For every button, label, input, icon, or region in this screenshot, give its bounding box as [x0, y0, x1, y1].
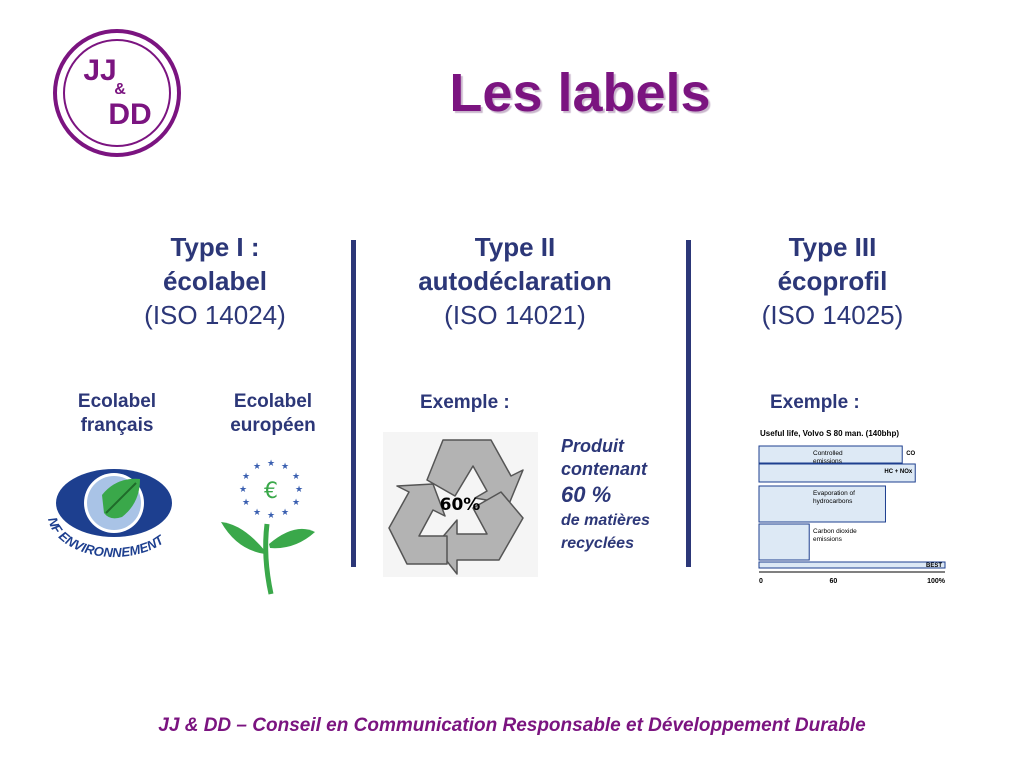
chart-bar	[758, 523, 810, 561]
svg-text:★: ★	[281, 508, 289, 518]
column-separator	[351, 240, 356, 567]
footer: JJ & DD – Conseil en Communication Respo…	[158, 715, 866, 736]
chart-tick-label: 60	[830, 578, 838, 585]
svg-text:★: ★	[267, 511, 275, 521]
eu-flower-logo: ★★★ ★★★ ★★★ ★★★ €	[221, 459, 315, 595]
slide-title: Les labels	[449, 63, 711, 123]
chart-bar	[758, 485, 886, 523]
chart-side-label: HC + NOx	[884, 469, 913, 475]
nf-environnement-logo: NF ENVIRONNEMENT	[45, 469, 172, 560]
ecoprofile-chart: Useful life, Volvo S 80 man. (140bhp) Co…	[755, 428, 965, 598]
type2-name: autodéclaration	[418, 266, 612, 296]
svg-text:★: ★	[292, 472, 300, 482]
svg-text:★: ★	[239, 485, 247, 495]
ecolabel-fr-caption: Ecolabel français	[77, 391, 157, 436]
svg-text:★: ★	[242, 472, 250, 482]
svg-text:★: ★	[242, 498, 250, 508]
chart-side-label: CO	[906, 451, 915, 457]
chart-tick-label: 100%	[927, 578, 946, 585]
ecolabel-eu-caption: Ecolabel européen	[230, 391, 316, 436]
chart-tick-label: 0	[759, 578, 763, 585]
logo-bottom: DD	[108, 98, 151, 131]
type3-iso: (ISO 14025)	[761, 300, 904, 330]
type1-name: écolabel	[162, 266, 268, 296]
euro-symbol: €	[264, 479, 278, 504]
chart-bar	[758, 561, 946, 569]
svg-text:★: ★	[295, 485, 303, 495]
chart-side-label: BEST	[926, 563, 942, 569]
type1-title: Type I :	[170, 232, 260, 262]
column-separator	[686, 240, 691, 567]
type2-title: Type II	[474, 232, 556, 262]
product-statement: Produit contenant 60 % de matières recyc…	[561, 436, 650, 552]
svg-text:★: ★	[253, 508, 261, 518]
svg-text:★: ★	[267, 459, 275, 469]
chart-title: Useful life, Volvo S 80 man. (140bhp)	[760, 429, 899, 438]
svg-text:★: ★	[281, 462, 289, 472]
type3-name: écoprofil	[777, 266, 888, 296]
svg-text:★: ★	[292, 498, 300, 508]
chart-bar	[758, 463, 916, 483]
type3-title: Type III	[788, 232, 877, 262]
jjdd-logo: JJ & DD	[53, 29, 181, 157]
svg-text:★: ★	[253, 462, 261, 472]
type2-iso: (ISO 14021)	[444, 300, 586, 330]
logo-top: JJ	[83, 54, 116, 87]
recycle-percent: 60%	[440, 495, 481, 515]
recycling-logo: 60%	[383, 432, 538, 577]
type3-header: Type III écoprofil (ISO 14025)	[720, 230, 945, 332]
type1-iso: (ISO 14024)	[144, 300, 286, 330]
chart-bar	[758, 445, 903, 464]
type2-header: Type II autodéclaration (ISO 14021)	[390, 230, 640, 332]
type1-header: Type I : écolabel (ISO 14024)	[100, 230, 330, 332]
logo-amp: &	[114, 81, 126, 98]
example-label-type3: Exemple :	[770, 392, 860, 413]
example-label-type2: Exemple :	[420, 392, 510, 413]
